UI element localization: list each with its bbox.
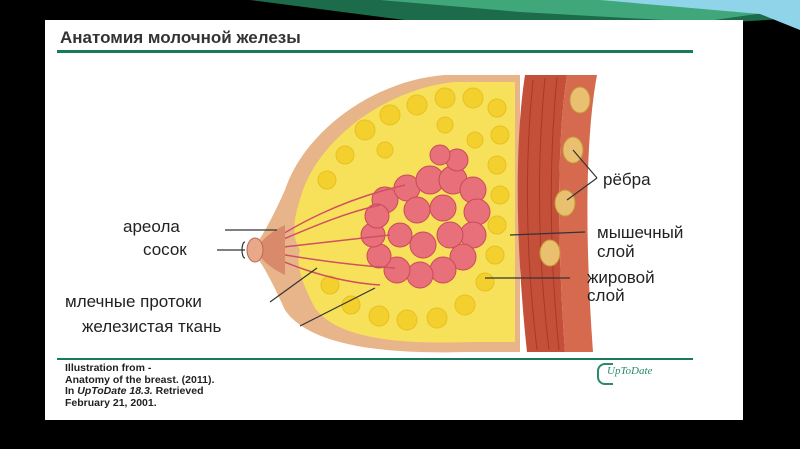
label-muscle-line2: слой bbox=[597, 242, 635, 261]
areola bbox=[257, 225, 285, 275]
credit-line-1: Illustration from - bbox=[65, 362, 152, 374]
label-nipple: сосок bbox=[143, 240, 187, 259]
logo-text: UpToDate bbox=[607, 365, 653, 377]
page-title: Анатомия молочной железы bbox=[60, 28, 301, 47]
breast-anatomy-illustration bbox=[217, 75, 598, 353]
label-fat-line2: слой bbox=[587, 286, 625, 305]
muscle-layer bbox=[517, 75, 567, 352]
footer-divider bbox=[57, 358, 693, 360]
leader-lines bbox=[217, 149, 598, 327]
fat-lobules bbox=[317, 87, 510, 331]
label-ribs: рёбра bbox=[603, 170, 651, 189]
label-milk-ducts: млечные протоки bbox=[65, 292, 202, 311]
credit-line-4: February 21, 2001. bbox=[65, 396, 157, 409]
title-divider bbox=[57, 50, 693, 53]
label-areola: ареола bbox=[123, 217, 180, 236]
glandular-tissue bbox=[360, 144, 491, 289]
image-credit: Illustration from - Anatomy of the breas… bbox=[65, 362, 215, 409]
slide-canvas: Анатомия молочной железы bbox=[45, 20, 743, 420]
credit-source: UpToDate 18.3. bbox=[77, 385, 153, 397]
nipple bbox=[246, 237, 264, 263]
ribs bbox=[539, 86, 591, 267]
label-muscle-line1: мышечный bbox=[597, 223, 684, 242]
label-fat-line1: жировой bbox=[587, 268, 655, 287]
credit-line-3: In UpToDate 18.3. Retrieved bbox=[65, 385, 204, 397]
logo-mark-icon bbox=[597, 363, 613, 385]
uptodate-logo: UpToDate bbox=[597, 363, 689, 385]
label-glandular-tissue: железистая ткань bbox=[82, 317, 222, 336]
credit-line-2: Anatomy of the breast. (2011). bbox=[65, 373, 215, 386]
